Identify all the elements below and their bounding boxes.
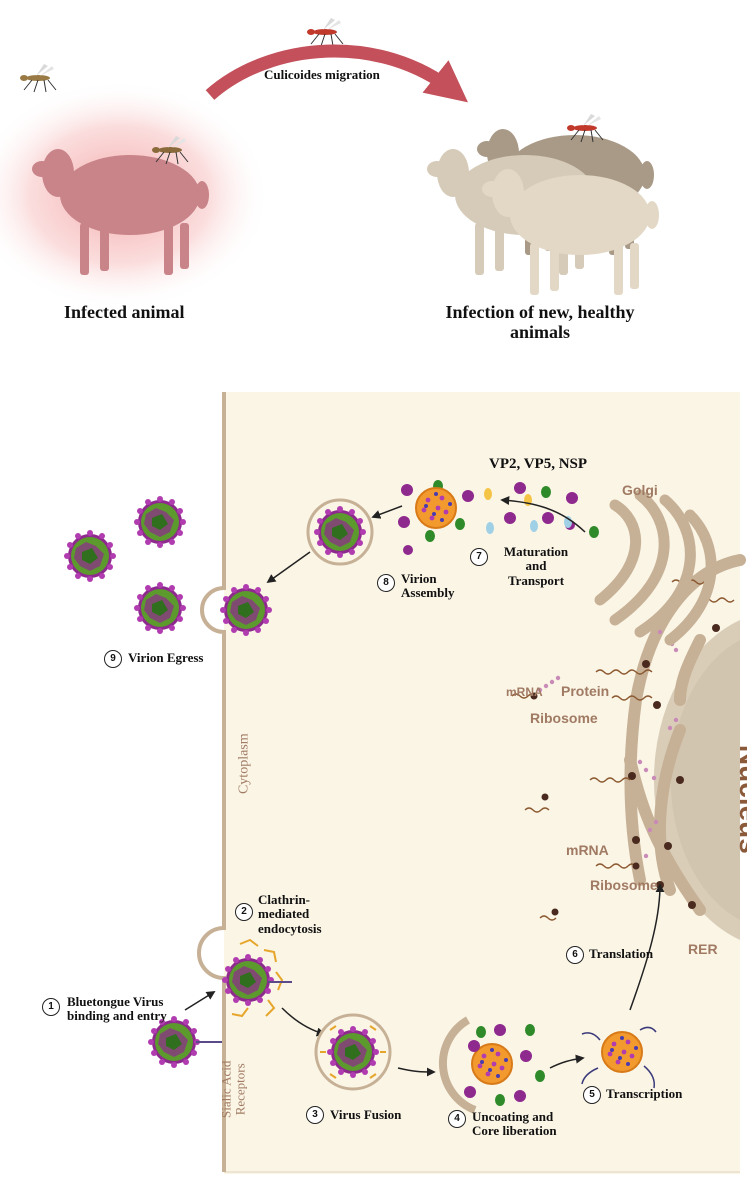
ribosome-label-lower: Ribosome xyxy=(590,878,658,893)
step-label: Transcription xyxy=(606,1087,682,1101)
step-label-line: endocytosis xyxy=(258,922,322,936)
healthy-sheep-group xyxy=(427,114,659,295)
step-number: 3 xyxy=(306,1106,324,1124)
step-label: Maturation and Transport xyxy=(496,545,576,588)
released-virion-icon xyxy=(134,582,186,634)
infected-animal-label: Infected animal xyxy=(64,303,185,323)
step-label-line: Bluetongue Virus xyxy=(67,995,167,1009)
healthy-animals-label-line2: animals xyxy=(420,323,660,343)
step-number: 9 xyxy=(104,650,122,668)
receptors-label-line1: Sialic Acid xyxy=(220,1047,234,1131)
proteins-label: VP2, VP5, NSP xyxy=(489,456,587,473)
step-label: Clathrin- mediated endocytosis xyxy=(258,893,322,936)
receptors-label-line2: Receptors xyxy=(234,1047,248,1131)
nucleus-label: Nucleus xyxy=(733,745,747,854)
step-label: Virion Assembly xyxy=(401,572,454,601)
healthy-animals-label-line1: Infection of new, healthy xyxy=(420,303,660,323)
released-virion-icon xyxy=(64,530,116,582)
ribosome-label: Ribosome xyxy=(530,711,598,726)
step-label: Uncoating and Core liberation xyxy=(472,1110,557,1139)
migrating-midge-icon xyxy=(307,18,343,46)
mrna-label-lower: mRNA xyxy=(566,843,609,858)
step-number: 8 xyxy=(377,574,395,592)
step-label-line: Virion xyxy=(401,572,454,586)
step-number: 5 xyxy=(583,1086,601,1104)
step-label-line: Uncoating and xyxy=(472,1110,557,1124)
fusion-vesicle xyxy=(316,1015,390,1089)
receptors-label: Sialic Acid Receptors xyxy=(220,1047,249,1131)
step-label-line: and xyxy=(496,559,576,573)
infected-sheep-group xyxy=(0,80,270,310)
step-label: Virion Egress xyxy=(128,651,203,665)
released-virion-icon xyxy=(134,496,186,548)
step-label-line: Assembly xyxy=(401,586,454,600)
assembly-vesicle xyxy=(308,500,372,564)
step-label-line: Core liberation xyxy=(472,1124,557,1138)
step-label-line: Clathrin- xyxy=(258,893,322,907)
entry-arrow xyxy=(185,992,214,1010)
step-label-line: mediated xyxy=(258,907,322,921)
healthy-animals-label: Infection of new, healthy animals xyxy=(420,303,660,343)
viral-core-icon xyxy=(416,488,456,528)
step-label: Bluetongue Virus binding and entry xyxy=(67,995,167,1024)
step-number: 7 xyxy=(470,548,488,566)
migration-label: Culicoides migration xyxy=(264,68,380,82)
cytoplasm-label: Cytoplasm xyxy=(237,733,252,794)
step-number: 1 xyxy=(42,998,60,1016)
step-number: 4 xyxy=(448,1110,466,1128)
flying-midge-icon xyxy=(20,64,56,92)
step-label-line: Transport xyxy=(496,574,576,588)
rer-label: RER xyxy=(688,942,718,957)
step-number: 6 xyxy=(566,946,584,964)
protein-label: Protein xyxy=(561,684,609,699)
bluetongue-virus-icon xyxy=(148,1016,200,1068)
step-number: 2 xyxy=(235,903,253,921)
mrna-label: mRNA xyxy=(506,686,543,699)
step-label: Translation xyxy=(589,947,653,961)
step-label: Virus Fusion xyxy=(330,1108,401,1122)
step-label-line: Maturation xyxy=(496,545,576,559)
step-label-line: binding and entry xyxy=(67,1009,167,1023)
golgi-label: Golgi xyxy=(622,483,658,498)
